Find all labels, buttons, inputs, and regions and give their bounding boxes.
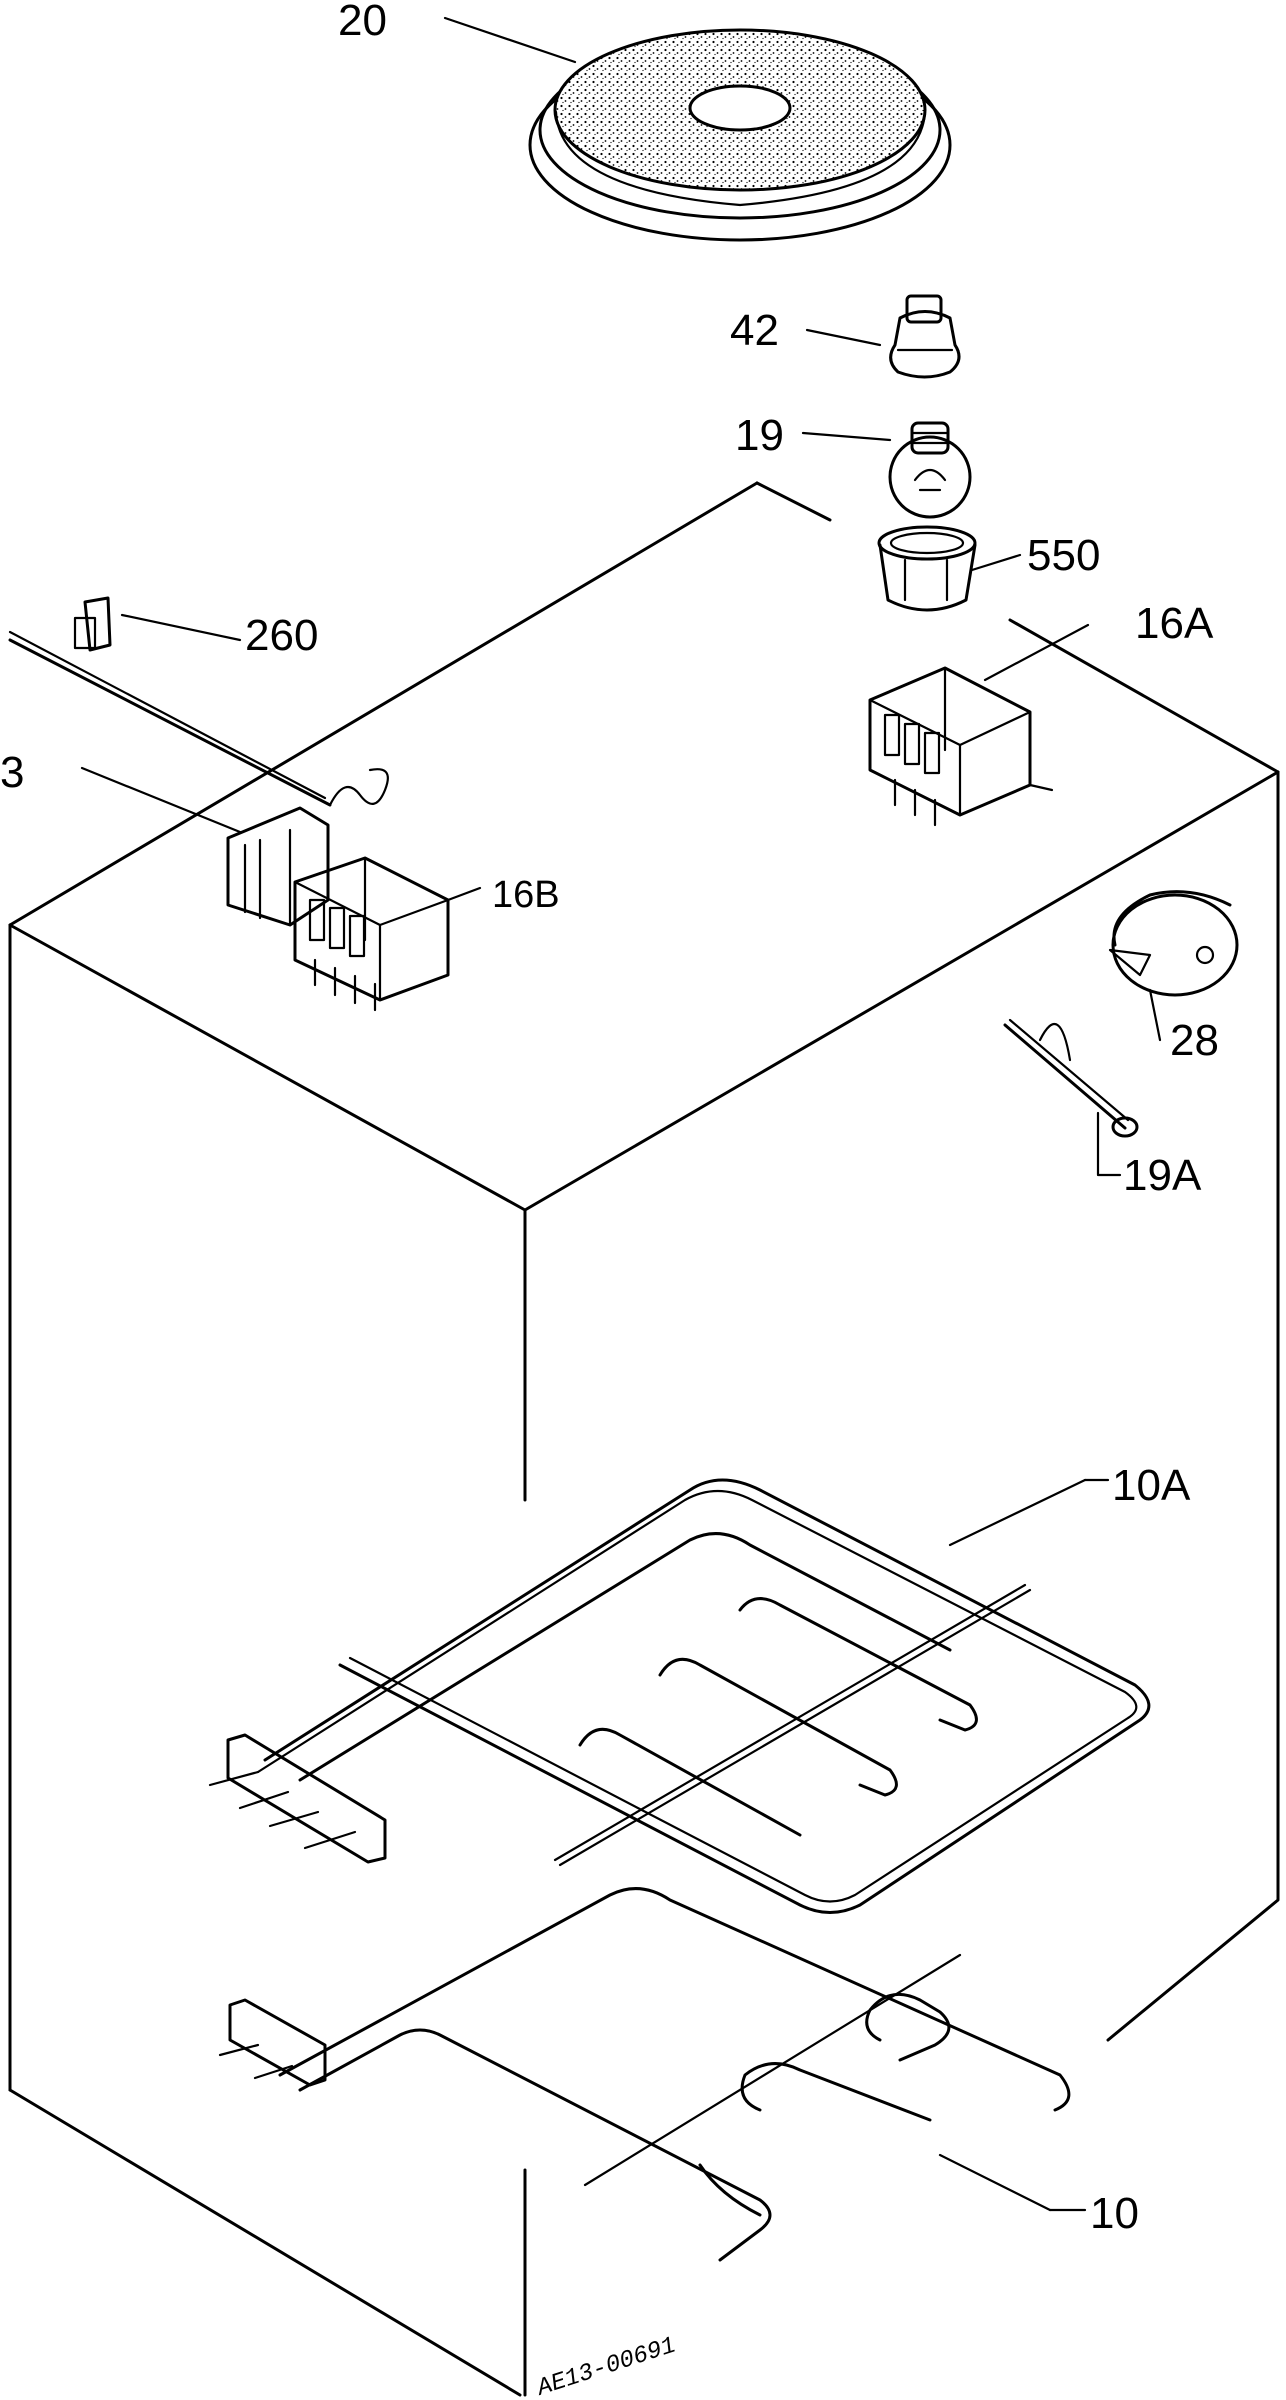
label-part-10: 10	[1090, 2189, 1139, 2238]
drawing-code: AE13-00691	[532, 2332, 679, 2400]
clip-part-260	[8, 596, 389, 807]
lamp-cover-part-550	[877, 525, 1022, 612]
grill-element-part-10a	[208, 1478, 1151, 1914]
heating-element-part-10	[218, 1887, 1087, 2262]
label-part-42: 42	[730, 306, 779, 355]
switch-part-16a	[868, 623, 1090, 827]
thermostat-part-3	[80, 766, 330, 927]
label-part-28: 28	[1170, 1016, 1219, 1065]
label-part-19a: 19A	[1123, 1151, 1202, 1200]
label-part-20: 20	[338, 0, 387, 45]
lamp-holder-part-42	[805, 294, 961, 379]
timer-part-28	[1108, 890, 1239, 1042]
label-part-260: 260	[245, 611, 318, 660]
sensor-part-19a	[1003, 1018, 1139, 1177]
callout-labels: 20 42 19 550 260 3 16A 16B 28 19A 10A 10…	[0, 0, 1219, 2400]
label-part-19: 19	[735, 411, 784, 460]
label-part-16b: 16B	[492, 874, 560, 916]
hotplate-part-20	[443, 16, 952, 242]
label-part-10a: 10A	[1112, 1461, 1191, 1510]
label-part-3: 3	[0, 748, 24, 797]
switch-part-16b	[293, 856, 482, 1012]
lamp-bulb-part-19	[801, 421, 972, 519]
label-part-16a: 16A	[1135, 599, 1214, 648]
oven-cabinet	[8, 481, 1280, 2397]
label-part-550: 550	[1027, 531, 1100, 580]
